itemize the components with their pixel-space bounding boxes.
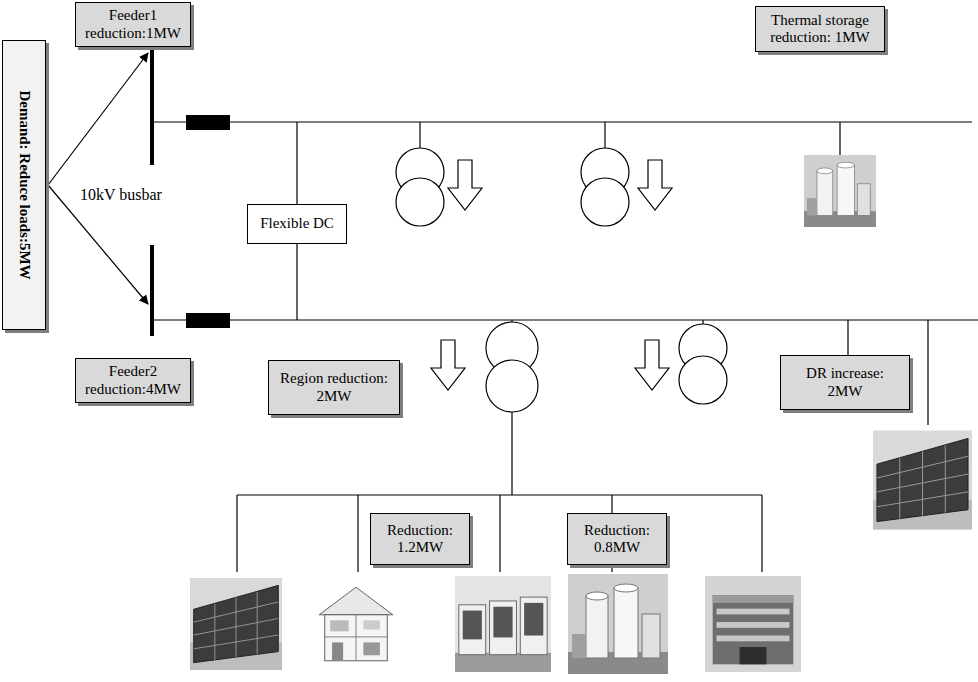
demand-box: Demand: Reduce loads:5MW xyxy=(2,40,46,330)
reduction-box: Reduction: 1.2MW xyxy=(370,513,470,565)
node-text: DR increase: 2MW xyxy=(798,365,893,400)
node-text: Reduction: 1.2MW xyxy=(377,522,463,557)
node-text: Flexible DC xyxy=(254,215,340,232)
node-text: Thermal storage reduction: 1MW xyxy=(762,12,878,47)
dr-box: DR increase: 2MW xyxy=(780,355,910,410)
node-text: Feeder2 reduction:4MW xyxy=(83,363,183,398)
node-text: Region reduction: 2MW xyxy=(275,370,393,405)
reduction-box: Reduction: 0.8MW xyxy=(567,513,667,565)
feeder-box: Feeder1 reduction:1MW xyxy=(75,2,191,47)
node-text: Reduction: 0.8MW xyxy=(574,522,660,557)
region-box: Region reduction: 2MW xyxy=(268,360,400,415)
node-text: Feeder1 reduction:1MW xyxy=(83,7,183,42)
busbar-label: 10kV busbar xyxy=(80,186,162,204)
feeder-box: Feeder2 reduction:4MW xyxy=(75,358,191,403)
node-text: Demand: Reduce loads:5MW xyxy=(15,90,32,279)
converter-box: Flexible DC xyxy=(247,204,347,244)
storage-box: Thermal storage reduction: 1MW xyxy=(755,6,885,52)
